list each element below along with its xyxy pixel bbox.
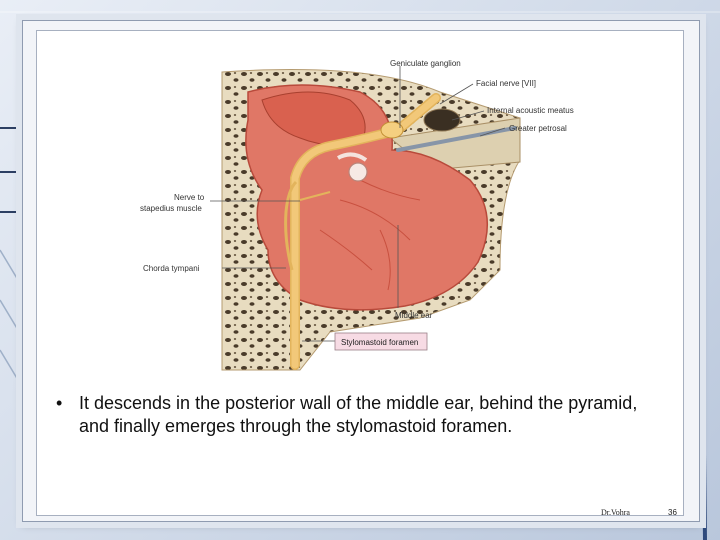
- label-greater-petrosal: Greater petrosal: [509, 124, 567, 133]
- label-facial-nerve: Facial nerve [VII]: [476, 79, 536, 88]
- stylomastoid-foramen-box: [334, 332, 428, 351]
- page-number: 36: [668, 508, 677, 517]
- middle-ear-cavity: [245, 84, 489, 311]
- greater-petrosal-nerve: [396, 126, 517, 152]
- label-stylomastoid-foramen: Stylomastoid foramen: [341, 338, 418, 347]
- label-middle-ear: Middle ear: [395, 311, 433, 320]
- geniculate-ganglion: [380, 121, 404, 139]
- footer-author: Dr.Vohra: [601, 508, 630, 517]
- stapes: [348, 162, 368, 182]
- label-chorda-tympani: Chorda tympani: [143, 264, 200, 273]
- incus: [337, 152, 368, 162]
- bullet-point: • It descends in the posterior wall of t…: [56, 392, 666, 438]
- bullet-symbol: •: [56, 393, 63, 413]
- label-nerve-to-stapedius-line2: stapedius muscle: [140, 204, 202, 213]
- label-geniculate-ganglion: Geniculate ganglion: [390, 59, 461, 68]
- label-nerve-to-stapedius-line1: Nerve to: [174, 193, 205, 202]
- mucosa-vessels: [319, 179, 421, 291]
- internal-acoustic-meatus-opening: [423, 108, 461, 132]
- bullet-text: It descends in the posterior wall of the…: [79, 393, 638, 436]
- label-internal-acoustic-meatus: Internal acoustic meatus: [487, 106, 574, 115]
- nerve-to-stapedius: [299, 191, 331, 201]
- chorda-tympani-nerve: [284, 180, 298, 271]
